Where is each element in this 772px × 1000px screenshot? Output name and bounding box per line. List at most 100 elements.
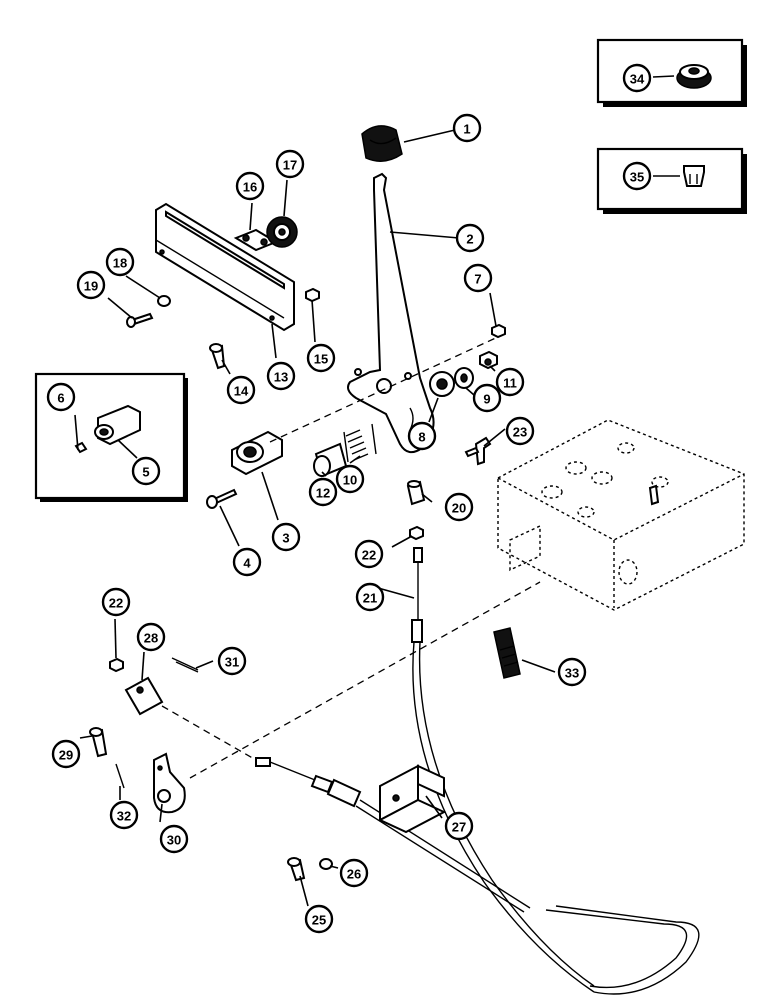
pin-32	[115, 763, 125, 789]
valve-block	[497, 419, 745, 611]
callout-circle	[266, 361, 296, 391]
callout-circle	[271, 522, 301, 552]
control-lever	[347, 172, 435, 454]
callout-number: 28	[144, 631, 158, 646]
inset-box-34	[596, 38, 747, 107]
callout-circle	[339, 858, 369, 888]
callout-circle	[131, 456, 161, 486]
callout-33: 33	[557, 657, 587, 687]
callout-circle	[354, 539, 384, 569]
callout-number: 25	[312, 913, 326, 928]
callout-20: 20	[444, 492, 474, 522]
callout-8: 8	[407, 421, 437, 451]
inset-box-5-6	[34, 372, 188, 502]
nut-18	[157, 295, 171, 307]
callout-number: 11	[503, 376, 517, 391]
callout-5: 5	[131, 456, 161, 486]
callout-circle	[306, 343, 336, 373]
callout-25: 25	[304, 904, 334, 934]
callout-circle	[308, 477, 338, 507]
callout-number: 18	[113, 256, 127, 271]
callout-circle	[495, 367, 525, 397]
callout-circle	[217, 646, 247, 676]
bracket-27	[377, 764, 447, 834]
callout-number: 30	[167, 833, 181, 848]
callout-number: 23	[513, 425, 527, 440]
callout-number: 8	[418, 430, 425, 445]
bolt-25	[287, 857, 306, 882]
callout-number: 6	[57, 391, 64, 406]
callout-number: 3	[282, 531, 289, 546]
callout-circle	[557, 657, 587, 687]
callout-number: 33	[565, 666, 579, 681]
callout-19: 19	[76, 270, 106, 300]
callout-number: 32	[117, 809, 131, 824]
callout-circle	[472, 383, 502, 413]
callout-number: 34	[630, 72, 645, 87]
callout-circle	[355, 582, 385, 612]
guide-plate	[155, 202, 295, 332]
alignment-line-clevis	[161, 705, 257, 761]
callout-circle	[444, 811, 474, 841]
callout-4: 4	[232, 547, 262, 577]
callout-32: 32	[109, 800, 139, 830]
washer-9	[454, 367, 474, 389]
callout-number: 31	[225, 655, 239, 670]
callout-circle	[51, 739, 81, 769]
callout-15: 15	[306, 343, 336, 373]
callout-number: 13	[274, 370, 288, 385]
callout-number: 27	[452, 820, 466, 835]
nut-7	[491, 323, 506, 339]
callout-circle	[463, 263, 493, 293]
clevis-20	[406, 480, 426, 506]
callout-circle	[136, 622, 166, 652]
callout-circle	[335, 464, 365, 494]
callout-circle	[235, 171, 265, 201]
callout-21: 21	[355, 582, 385, 612]
callout-number: 7	[474, 272, 481, 287]
elbow-23	[464, 436, 492, 466]
nut-22-lower	[109, 657, 124, 673]
callout-circle	[505, 416, 535, 446]
callout-circle	[455, 223, 485, 253]
spring-10	[343, 423, 377, 463]
callout-circle	[105, 247, 135, 277]
callout-circle	[101, 587, 131, 617]
lever-30	[153, 752, 186, 814]
alignment-line-lower	[189, 581, 541, 779]
bolt-4	[206, 488, 238, 509]
washer-8	[429, 371, 455, 397]
callout-12: 12	[308, 477, 338, 507]
callout-35: 35	[622, 161, 652, 191]
bolt-29	[89, 727, 108, 758]
callout-23: 23	[505, 416, 535, 446]
callout-9: 9	[472, 383, 502, 413]
callout-30: 30	[159, 824, 189, 854]
callout-28: 28	[136, 622, 166, 652]
callout-circle	[304, 904, 334, 934]
callout-22: 22	[101, 587, 131, 617]
pivot-housing-3	[231, 430, 283, 476]
callout-22: 22	[354, 539, 384, 569]
callout-27: 27	[444, 811, 474, 841]
callout-number: 10	[343, 473, 357, 488]
callout-16: 16	[235, 171, 265, 201]
washer-26	[319, 858, 333, 870]
callout-6: 6	[46, 382, 76, 412]
callout-14: 14	[226, 375, 256, 405]
callout-11: 11	[495, 367, 525, 397]
nut-22-upper	[409, 525, 424, 541]
lever-knob	[361, 125, 403, 162]
callout-number: 17	[283, 158, 297, 173]
callout-circle	[76, 270, 106, 300]
callout-circle	[622, 161, 652, 191]
callout-number: 4	[243, 556, 251, 571]
leader-lines	[74, 75, 680, 907]
callout-number: 22	[362, 548, 376, 563]
inset-box-35	[596, 147, 747, 214]
callout-2: 2	[455, 223, 485, 253]
callout-circle	[407, 421, 437, 451]
callout-31: 31	[217, 646, 247, 676]
callout-number: 29	[59, 748, 73, 763]
callout-number: 12	[316, 486, 330, 501]
